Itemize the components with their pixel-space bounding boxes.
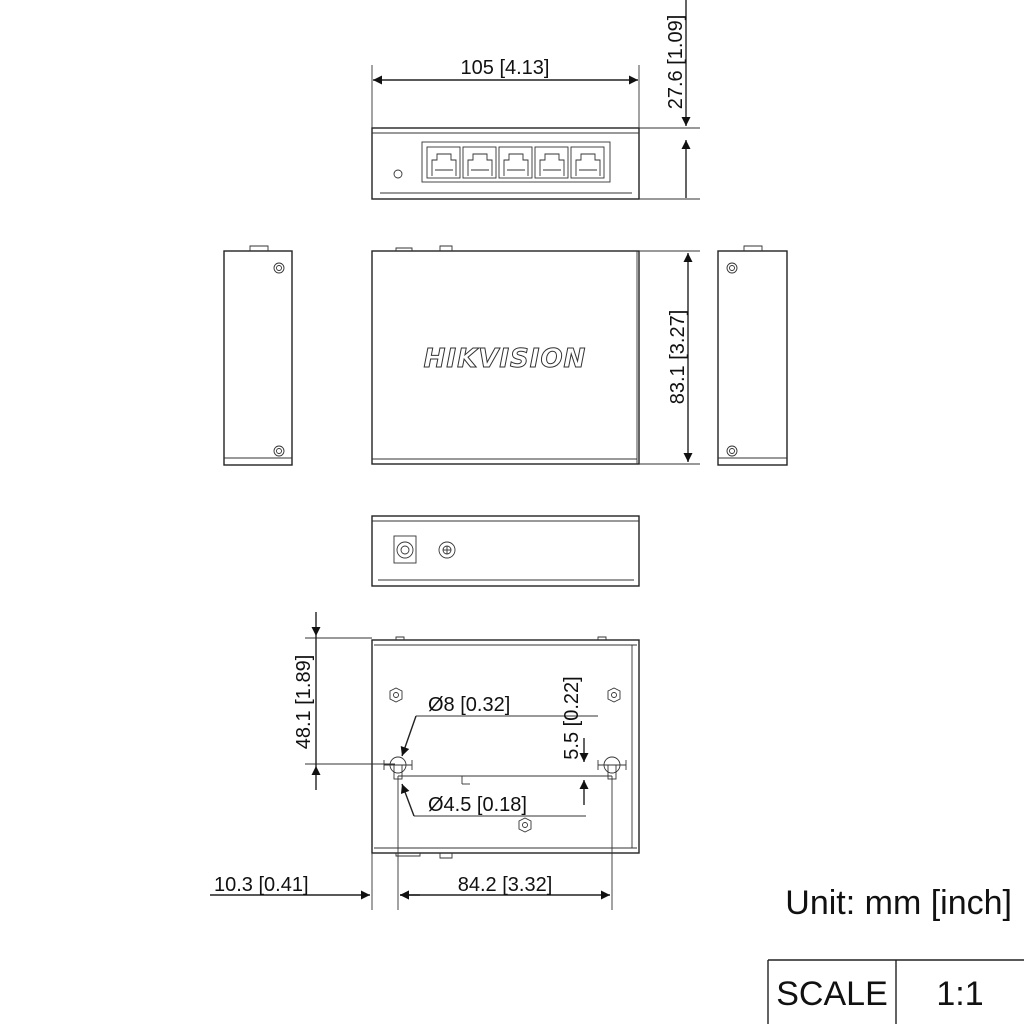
unit-label: Unit: mm [inch] [785, 884, 1012, 922]
rear-view [371, 515, 640, 587]
dimension-label: 10.3 [0.41] [214, 874, 309, 896]
rubber-foot-icon [389, 687, 403, 703]
ethernet-port-icon [426, 146, 461, 179]
dimension-hole-small: Ø4.5 [0.18] [400, 783, 586, 817]
dimension-label: 83.1 [3.27] [667, 310, 689, 405]
ethernet-port-icon [570, 146, 605, 179]
rubber-foot-icon [518, 817, 532, 833]
screw-icon [273, 445, 285, 457]
dimension-label: Ø4.5 [0.18] [428, 794, 527, 816]
bottom-view [371, 636, 640, 859]
dimension-label: Ø8 [0.32] [428, 694, 510, 716]
ethernet-port-icon [534, 146, 569, 179]
ground-screw-icon [438, 541, 456, 559]
mounting-hole-icon [383, 756, 413, 780]
dimension-left-offset: 10.3 [0.41] [210, 776, 420, 910]
left-side-view [223, 245, 293, 466]
dc-power-jack-icon [393, 535, 417, 564]
screw-icon [726, 445, 738, 457]
right-side-view [717, 245, 788, 466]
dimension-label: 5.5 [0.22] [561, 676, 583, 759]
ethernet-port-icon [462, 146, 497, 179]
dimension-label: 48.1 [1.89] [293, 655, 315, 750]
screw-icon [726, 262, 738, 274]
dimension-depth: 83.1 [3.27] [639, 250, 700, 465]
dimension-top-width: 105 [4.13] [371, 57, 640, 128]
led-indicator [393, 169, 403, 179]
dimension-label: 27.6 [1.09] [665, 15, 687, 110]
scale-table: SCALE 1:1 [767, 959, 1024, 1024]
scale-label: SCALE [776, 975, 888, 1013]
ethernet-port-icon [498, 146, 533, 179]
dimension-hole-offset: 5.5 [0.22] [561, 676, 589, 805]
top-cover-view: HIKVISION [371, 245, 640, 465]
dimension-top-height: 27.6 [1.09] [639, 0, 700, 200]
screw-icon [273, 262, 285, 274]
brand-logo: HIKVISION [424, 344, 587, 374]
rubber-foot-icon [607, 687, 621, 703]
dimension-label: 84.2 [3.32] [458, 874, 553, 896]
front-port-view [371, 127, 640, 200]
dimension-label: 105 [4.13] [461, 57, 550, 79]
dimension-hole-spacing: 84.2 [3.32] [400, 776, 613, 910]
dimension-bottom-vertical: 48.1 [1.89] [293, 612, 395, 790]
dimension-hole-large: Ø8 [0.32] [400, 694, 598, 757]
scale-value: 1:1 [936, 975, 983, 1013]
ethernet-ports [426, 146, 605, 179]
